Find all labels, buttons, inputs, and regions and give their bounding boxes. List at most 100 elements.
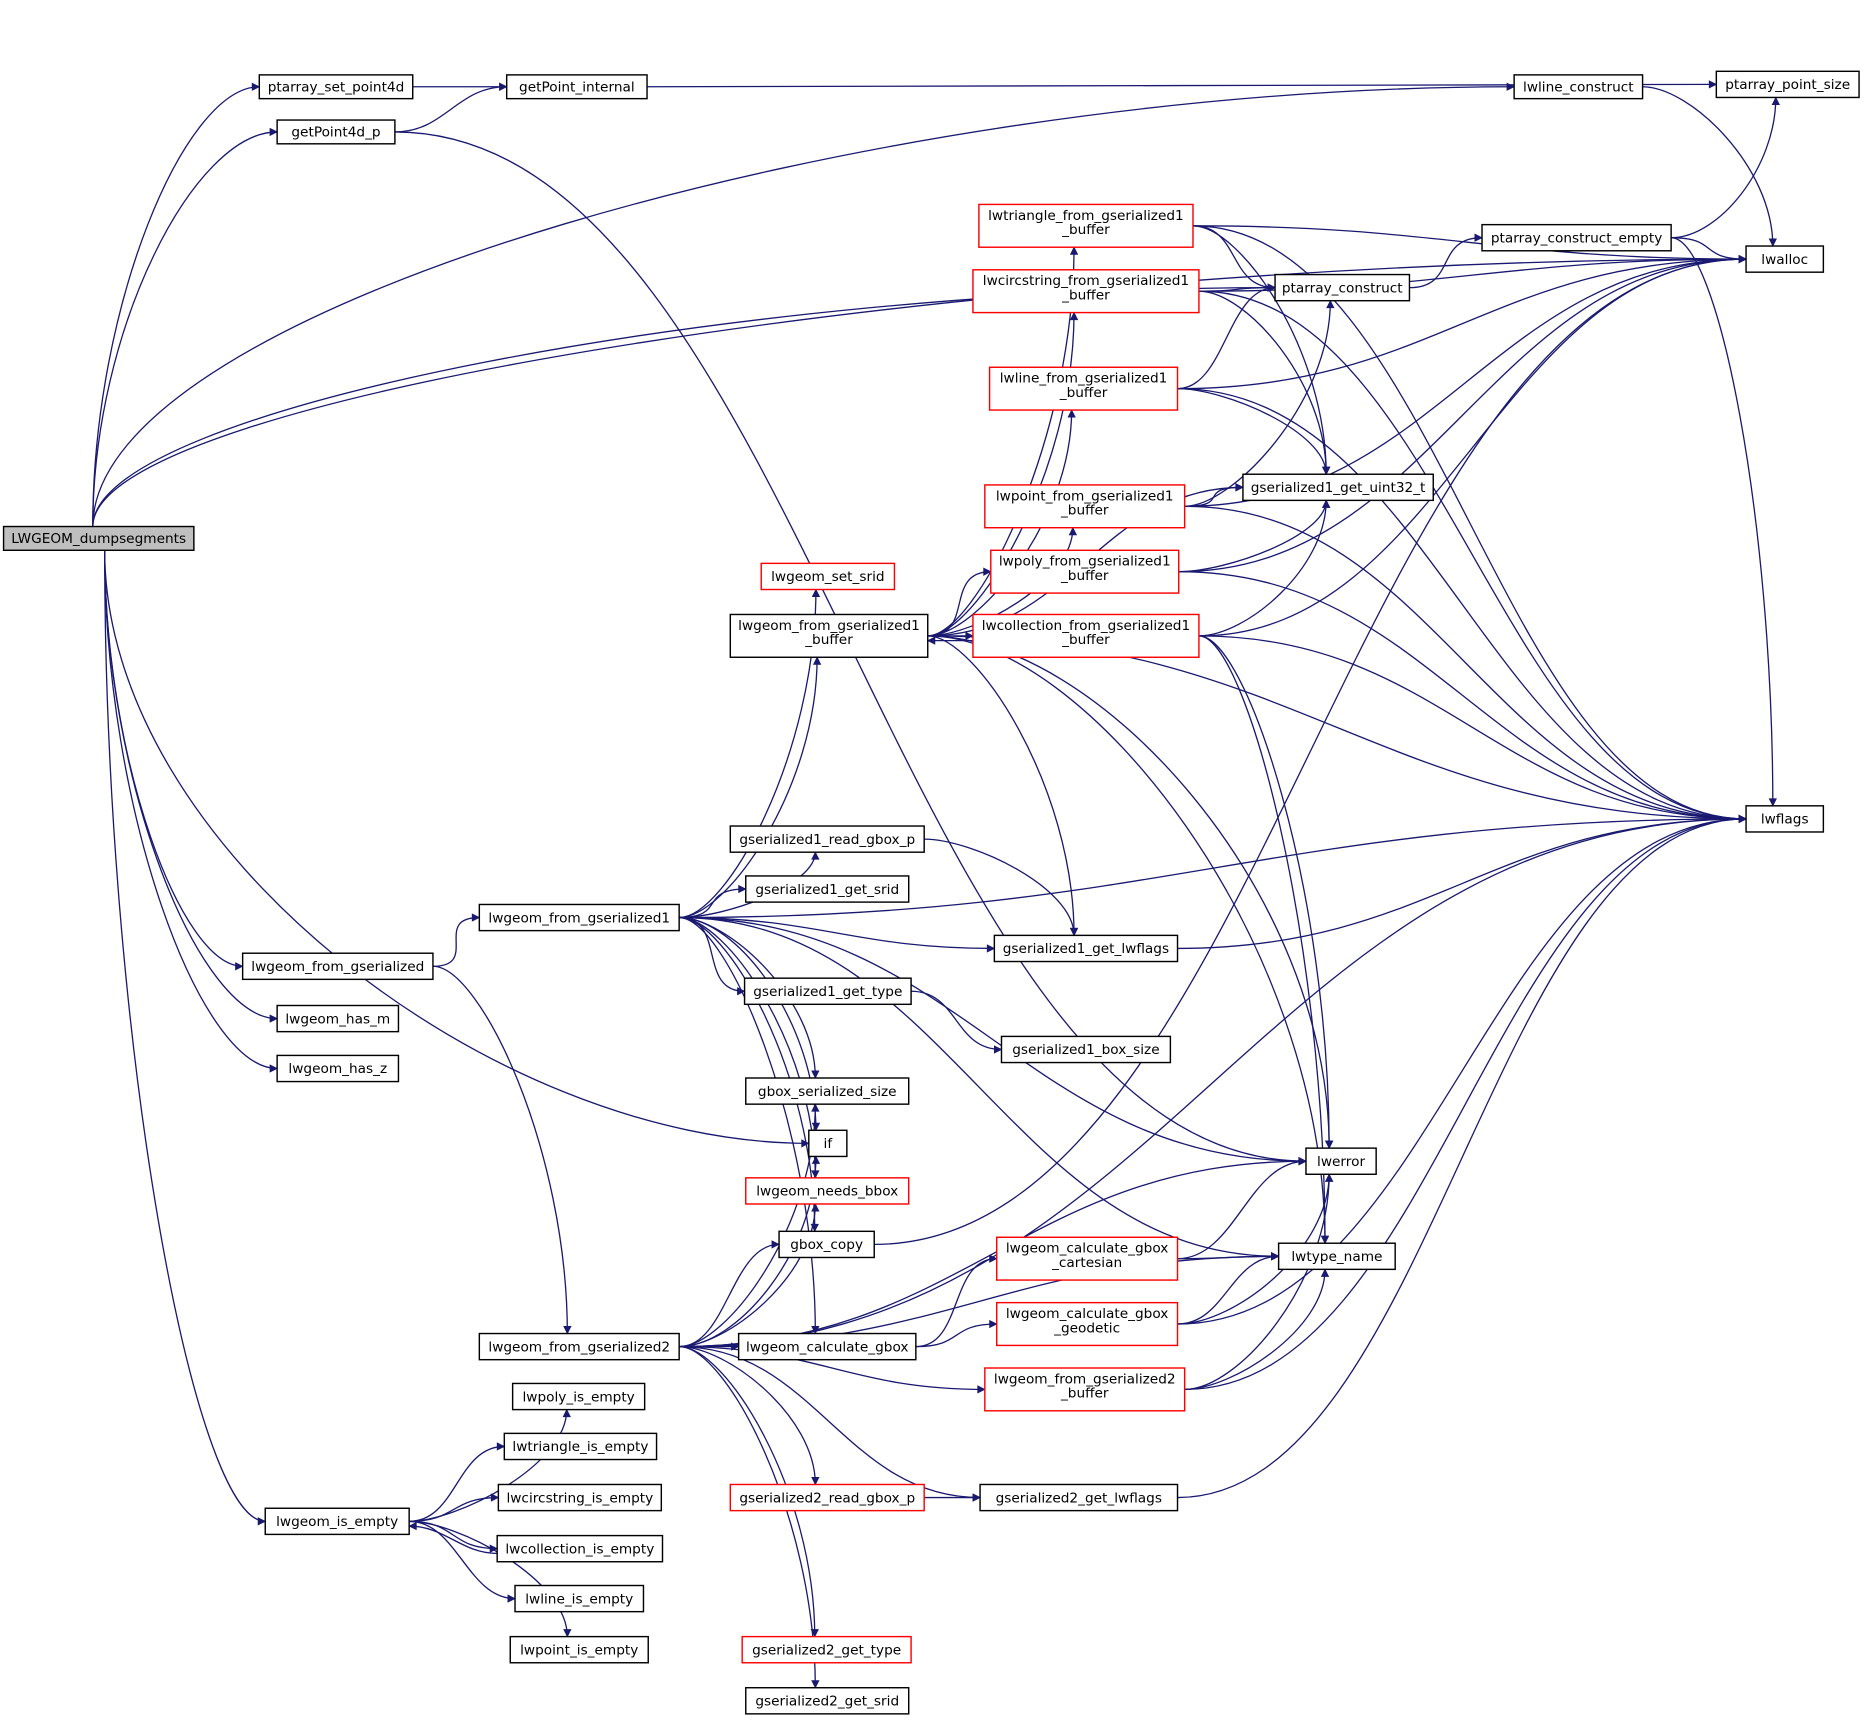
node-box <box>276 1054 400 1083</box>
node-g2lwflags[interactable]: gserialized2_get_lwflags <box>979 1483 1179 1512</box>
node-box <box>509 1635 649 1664</box>
node-getptint[interactable]: getPoint_internal <box>505 74 648 100</box>
node-label: LWGEOM_dumpsegments <box>11 531 186 547</box>
edge-g1readgbox-to-g1lwflags <box>924 838 1079 937</box>
node-hasm[interactable]: lwgeom_has_m <box>276 1004 400 1033</box>
node-getpt4d[interactable]: getPoint4d_p <box>276 119 396 145</box>
node-label: _buffer <box>1061 222 1110 238</box>
node-dump[interactable]: LWGEOM_dumpsegments <box>2 525 195 552</box>
edge-cart-to-lwerror <box>1177 1157 1307 1260</box>
node-if[interactable]: if <box>808 1129 848 1158</box>
node-box <box>988 366 1179 411</box>
node-box <box>741 1635 912 1664</box>
node-geom1buf[interactable]: lwgeom_from_gserialized1_buffer <box>729 613 929 658</box>
node-poly1[interactable]: lwpoly_from_gserialized1_buffer <box>990 549 1180 594</box>
node-g1lwflags[interactable]: gserialized1_get_lwflags <box>993 934 1179 963</box>
node-typename[interactable]: lwtype_name <box>1277 1242 1396 1271</box>
node-g1readgbox[interactable]: gserialized1_read_gbox_p <box>729 825 925 853</box>
node-gboxcopy[interactable]: gbox_copy <box>778 1230 875 1259</box>
node-g1srid[interactable]: gserialized1_get_srid <box>745 875 910 903</box>
node-g1type[interactable]: gserialized1_get_type <box>743 977 912 1006</box>
edge-geod-to-typename <box>1177 1252 1280 1325</box>
edge-line1-to-ptcons <box>1177 283 1276 390</box>
node-label: _buffer <box>1061 288 1110 304</box>
node-g1boxsize[interactable]: gserialized1_box_size <box>1000 1035 1172 1064</box>
edge-dump-to-lwlinecons <box>92 82 1515 527</box>
node-ptsize[interactable]: ptarray_point_size <box>1715 70 1860 99</box>
node-geomfrom[interactable]: lwgeom_from_gserialized <box>241 952 434 981</box>
node-label: gbox_serialized_size <box>758 1084 897 1100</box>
edge-coll1-to-lwflags <box>1198 635 1747 824</box>
edge-geom2buf-to-typename <box>1184 1268 1330 1391</box>
node-label: ptarray_set_point4d <box>268 80 405 96</box>
node-coll1[interactable]: lwcollection_from_gserialized1_buffer <box>972 613 1200 658</box>
node-label: _buffer <box>804 632 853 648</box>
node-label: gserialized2_get_srid <box>755 1694 899 1710</box>
node-cart[interactable]: lwgeom_calculate_gbox_cartesian <box>996 1236 1179 1281</box>
node-box <box>2 525 195 552</box>
node-box <box>808 1129 848 1158</box>
node-triempty[interactable]: lwtriangle_is_empty <box>503 1432 658 1461</box>
node-setpt4d[interactable]: ptarray_set_point4d <box>258 74 414 100</box>
node-geom2buf[interactable]: lwgeom_from_gserialized2_buffer <box>984 1367 1186 1412</box>
edge-geom1buf-to-point1 <box>927 526 1078 637</box>
node-gboxsersize[interactable]: gbox_serialized_size <box>745 1077 910 1105</box>
node-lwflags[interactable]: lwflags <box>1745 805 1825 833</box>
node-ptconsempty[interactable]: ptarray_construct_empty <box>1481 223 1672 252</box>
edge-geom1buf-to-lwerror <box>927 635 1334 1149</box>
edge-dump-to-geomfrom <box>104 550 244 971</box>
node-label: lwtriangle_from_gserialized1 <box>988 208 1184 224</box>
node-label: lwgeom_is_empty <box>276 1514 398 1530</box>
edge-line1-to-lwalloc <box>1177 254 1747 390</box>
edge-geod-to-lwerror <box>1177 1173 1334 1325</box>
node-circempty[interactable]: lwcircstring_is_empty <box>497 1483 663 1512</box>
node-g2srid[interactable]: gserialized2_get_srid <box>745 1687 910 1715</box>
node-geod[interactable]: lwgeom_calculate_gbox_geodetic <box>996 1301 1179 1347</box>
node-g2readgbox[interactable]: gserialized2_read_gbox_p <box>729 1483 925 1512</box>
node-line1[interactable]: lwline_from_gserialized1_buffer <box>988 366 1179 411</box>
edge-isempty-to-triempty <box>409 1442 506 1522</box>
node-label: gserialized2_get_type <box>752 1642 901 1658</box>
node-lwerror[interactable]: lwerror <box>1305 1147 1377 1175</box>
node-label: _cartesian <box>1051 1255 1122 1271</box>
node-ptcons[interactable]: ptarray_construct <box>1274 273 1411 302</box>
edge-geom2buf-to-lwflags <box>1184 814 1747 1391</box>
node-polyempty[interactable]: lwpoly_is_empty <box>511 1382 646 1411</box>
edge-ptconsempty-to-ptsize <box>1671 96 1780 239</box>
edge-geom2-to-gboxcopy <box>679 1240 780 1348</box>
node-label: lwcircstring_is_empty <box>506 1490 653 1506</box>
node-box <box>496 1534 664 1563</box>
node-setsrid[interactable]: lwgeom_set_srid <box>760 562 896 591</box>
node-geom2[interactable]: lwgeom_from_gserialized2 <box>478 1332 680 1361</box>
node-hasz[interactable]: lwgeom_has_z <box>276 1054 400 1083</box>
edge-geom1buf-to-lwflags <box>927 635 1747 824</box>
node-tri1[interactable]: lwtriangle_from_gserialized1_buffer <box>978 203 1194 248</box>
node-label: gserialized2_read_gbox_p <box>739 1490 915 1506</box>
edge-lwlinecons-to-lwalloc <box>1642 86 1777 247</box>
node-lwalloc[interactable]: lwalloc <box>1745 245 1825 273</box>
node-pointempty[interactable]: lwpoint_is_empty <box>509 1635 649 1664</box>
node-lineempty[interactable]: lwline_is_empty <box>514 1584 645 1613</box>
edge-collempty-to-isempty <box>408 1521 498 1555</box>
node-isempty[interactable]: lwgeom_is_empty <box>264 1507 410 1536</box>
edge-dump-to-if <box>104 550 810 1148</box>
node-label: getPoint_internal <box>519 80 635 96</box>
node-calcgbox[interactable]: lwgeom_calculate_gbox <box>737 1332 917 1361</box>
node-label: gserialized1_get_srid <box>755 882 899 898</box>
node-point1[interactable]: lwpoint_from_gserialized1_buffer <box>984 484 1186 529</box>
edge-point1-to-lwflags <box>1184 505 1747 824</box>
node-geom1[interactable]: lwgeom_from_gserialized1 <box>478 903 680 932</box>
node-box <box>745 1687 910 1715</box>
node-lwlinecons[interactable]: lwline_construct <box>1513 74 1644 100</box>
node-g2type[interactable]: gserialized2_get_type <box>741 1635 912 1664</box>
node-uint32[interactable]: gserialized1_get_uint32_t <box>1242 473 1434 502</box>
edge-geom1-to-lwerror <box>679 916 1307 1166</box>
node-circ1[interactable]: lwcircstring_from_gserialized1_buffer <box>972 269 1200 314</box>
node-label: _buffer <box>1060 568 1109 584</box>
edge-circ1-to-lwflags <box>1198 290 1747 824</box>
edge-geom2-to-lwflags <box>679 814 1747 1348</box>
node-label: ptarray_construct_empty <box>1491 230 1662 246</box>
node-needsbbox[interactable]: lwgeom_needs_bbox <box>745 1177 910 1205</box>
node-collempty[interactable]: lwcollection_is_empty <box>496 1534 664 1563</box>
edge-poly1-to-uint32 <box>1178 499 1331 573</box>
